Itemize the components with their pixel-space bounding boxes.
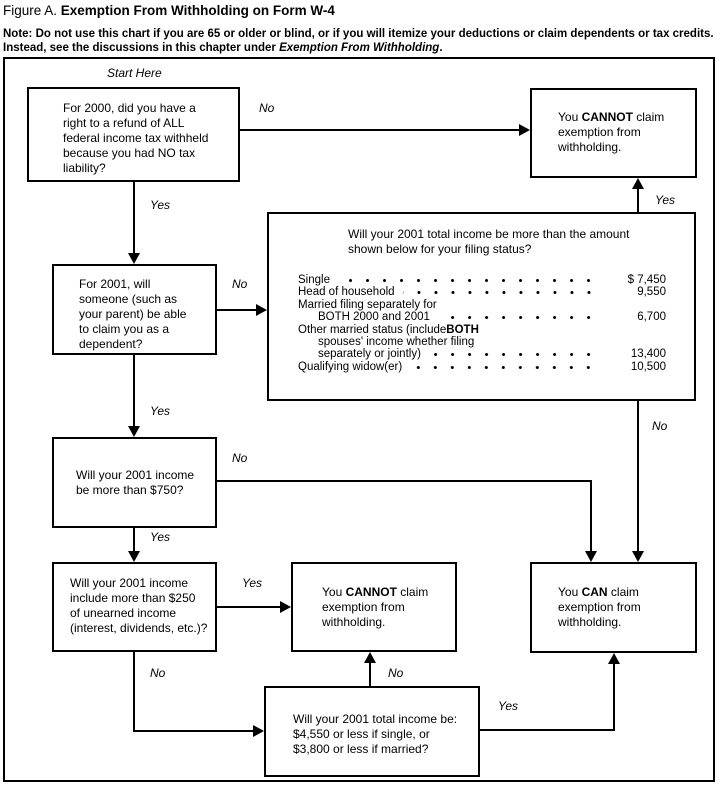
edge-refund-yes-arrowhead: [128, 253, 140, 264]
filing-status-row: Head of household 9,550: [298, 286, 666, 298]
dot-leader: [337, 278, 603, 283]
figure-title: Figure A. Exemption From Withholding on …: [3, 3, 335, 18]
cannot-mid-bold: CANNOT: [345, 585, 397, 599]
edge-refund-no-arrowhead: [519, 124, 530, 136]
edge-750-no-arrowhead: [585, 551, 597, 562]
dot-leader: [437, 315, 603, 321]
edge-dependent-yes-label: Yes: [150, 404, 171, 418]
edge-unearned-no-hline: [133, 730, 254, 732]
edge-big-yes-label: Yes: [655, 193, 676, 207]
note-line2-pre: Instead, see the discussions in this cha…: [3, 42, 280, 54]
filing-status-row: spouses' income whether filing: [298, 336, 666, 348]
question-dependent-box: For 2001, will someone (such as your par…: [52, 264, 217, 355]
edge-750-no-hline: [217, 480, 592, 482]
note-line1: Note: Do not use this chart if you are 6…: [3, 28, 714, 40]
row-label: spouses' income whether filing: [318, 336, 475, 349]
figure-title-main: Exemption From Withholding on Form W-4: [60, 3, 335, 18]
edge-dependent-no-label: No: [232, 277, 248, 291]
note-line2-end: .: [439, 42, 443, 54]
can-rest: exemption from withholding.: [558, 600, 641, 629]
cannot-mid-post: claim: [396, 585, 429, 599]
cannot-top-post: claim: [632, 110, 665, 124]
cannot-top-pre: You: [558, 110, 582, 124]
edge-dependent-no-line: [217, 309, 257, 311]
dot-leader: [428, 352, 603, 358]
question-refund-2000-box: For 2000, did you have a right to a refu…: [27, 87, 240, 182]
question-income-750-box: Will your 2001 income be more than $750?: [52, 437, 217, 528]
edge-refund-no-line: [240, 129, 521, 131]
edge-total-no-arrowhead: [364, 652, 376, 663]
edge-big-no-line: [637, 401, 639, 552]
edge-dependent-yes-line: [133, 355, 135, 426]
filing-status-heading: Will your 2001 total income be more than…: [348, 227, 630, 256]
row-label: separately or jointly): [318, 348, 421, 361]
filing-status-row: BOTH 2000 and 2001 6,700: [298, 311, 666, 323]
edge-refund-yes-line: [133, 182, 135, 254]
note-text: Note: Do not use this chart if you are 6…: [3, 27, 717, 55]
filing-status-row: Qualifying widow(er) 10,500: [298, 361, 666, 373]
filing-status-list: Single $ 7,450 Head of household 9,550 Mar…: [269, 274, 694, 373]
edge-dependent-yes-arrowhead: [128, 426, 140, 437]
edge-total-yes-label: Yes: [498, 699, 519, 713]
edge-unearned-yes-line: [217, 606, 281, 608]
question-filing-status-box: Will your 2001 total income be more than…: [267, 212, 696, 401]
edge-dependent-no-arrowhead: [256, 304, 267, 316]
edge-big-yes-arrowhead: [632, 178, 644, 189]
edge-750-yes-label: Yes: [150, 530, 171, 544]
edge-unearned-no-vline: [133, 652, 135, 732]
edge-750-yes-arrowhead: [128, 551, 140, 562]
edge-refund-no-label: No: [259, 101, 275, 115]
filing-status-row: separately or jointly) 13,400: [298, 348, 666, 360]
row-amount: $ 7,450: [627, 274, 666, 286]
edge-total-yes-arrowhead: [608, 653, 620, 664]
edge-750-no-label: No: [232, 451, 248, 465]
edge-unearned-no-arrowhead: [253, 725, 264, 737]
note-line2-italic: Exemption From Withholding: [279, 42, 440, 54]
start-here-label: Start Here: [107, 66, 162, 80]
can-bold: CAN: [581, 585, 608, 599]
edge-refund-yes-label: Yes: [150, 198, 171, 212]
edge-big-yes-line: [637, 188, 639, 212]
edge-total-yes-hline: [480, 729, 615, 731]
edge-unearned-no-label: No: [150, 666, 166, 680]
edge-total-no-line: [369, 662, 371, 686]
edge-750-yes-line: [133, 528, 135, 552]
filing-status-row: Other married status (include BOTH: [298, 324, 666, 336]
cannot-mid-pre: You: [322, 585, 346, 599]
row-amount: 9,550: [637, 286, 666, 299]
figure-title-prefix: Figure A.: [3, 3, 61, 18]
row-label: Other married status (include: [298, 323, 447, 336]
edge-big-no-arrowhead: [632, 551, 644, 562]
cannot-top-rest: exemption from withholding.: [558, 125, 641, 154]
row-amount: 6,700: [637, 311, 666, 324]
can-pre: You: [558, 585, 582, 599]
edge-unearned-yes-arrowhead: [280, 601, 291, 613]
filing-status-row: Married filing separately for: [298, 299, 666, 311]
cannot-mid-rest: exemption from withholding.: [322, 600, 405, 629]
edge-big-no-label: No: [652, 419, 668, 433]
cannot-top-bold: CANNOT: [581, 110, 633, 124]
row-amount: 10,500: [630, 360, 666, 373]
filing-status-row: Single $ 7,450: [298, 274, 666, 286]
row-amount: 13,400: [630, 348, 666, 361]
edge-750-no-vline: [590, 480, 592, 551]
question-unearned-income-box: Will your 2001 income include more than …: [52, 562, 217, 652]
edge-total-yes-vline: [613, 663, 615, 731]
edge-total-no-label: No: [388, 666, 404, 680]
row-label: Head of household: [298, 286, 395, 299]
flowchart-border: [3, 57, 715, 782]
can-post: claim: [607, 585, 639, 599]
row-label: Qualifying widow(er): [298, 360, 403, 373]
question-total-income-box: Will your 2001 total income be: $4,550 o…: [264, 686, 480, 777]
row-label: Single: [298, 274, 330, 286]
row-label-bold: BOTH: [446, 323, 479, 336]
edge-unearned-yes-label: Yes: [242, 576, 263, 590]
dot-leader: [402, 290, 603, 296]
row-label: BOTH 2000 and 2001: [318, 311, 430, 324]
dot-leader: [410, 364, 603, 370]
row-label: Married filing separately for: [298, 298, 437, 311]
